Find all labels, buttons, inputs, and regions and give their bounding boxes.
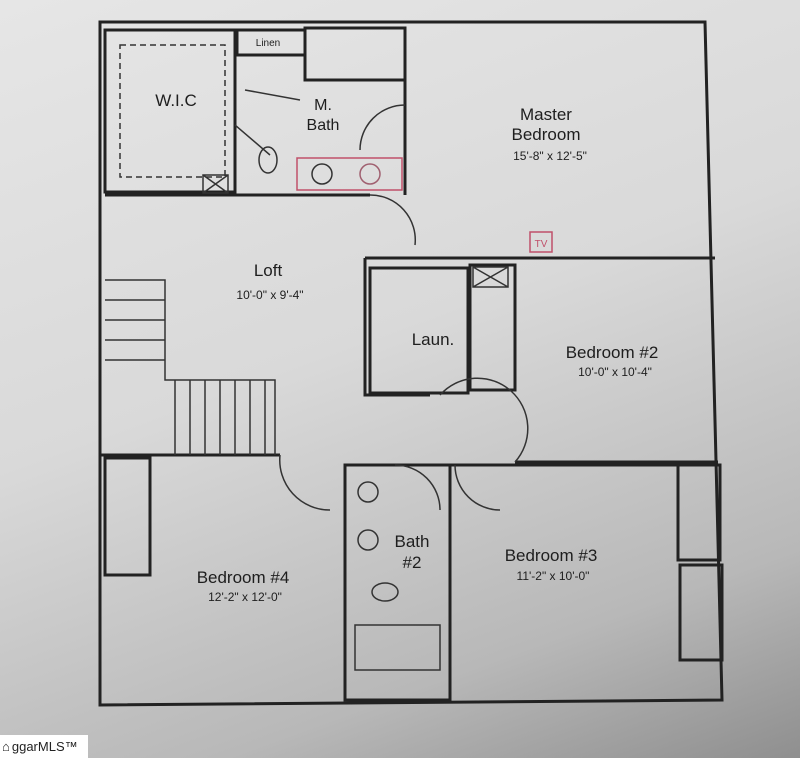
bed3-closet-2	[678, 563, 724, 662]
mls-watermark: ⌂ ggarMLS™	[0, 735, 88, 758]
wic-shelf	[119, 44, 226, 178]
bed4-closet	[103, 456, 152, 577]
walls	[98, 20, 724, 707]
dims-bedroom4: 12'-2" x 12'-0"	[208, 590, 282, 604]
label-linen: Linen	[256, 38, 280, 49]
labels: W.I.C Linen M. Bath Master Bedroom 15'-8…	[155, 38, 658, 604]
laundry-wall	[363, 258, 430, 397]
wic-walls	[103, 28, 237, 194]
label-bath2-2: #2	[403, 553, 422, 572]
label-loft: Loft	[254, 261, 283, 280]
label-bedroom2: Bedroom #2	[566, 343, 659, 362]
sink-icon	[357, 529, 379, 551]
toilet-icon	[258, 146, 278, 174]
sink-icon	[311, 163, 333, 185]
laundry-walls	[368, 266, 470, 395]
shower	[303, 26, 407, 82]
label-tv: TV	[535, 239, 548, 250]
bath2-walls	[343, 463, 452, 702]
label-bedroom3: Bedroom #3	[505, 546, 598, 565]
dims-bedroom2: 10'-0" x 10'-4"	[578, 365, 652, 379]
bed2-closet	[468, 263, 517, 392]
bathtub	[354, 624, 441, 671]
watermark-text: ggarMLS™	[11, 739, 78, 754]
sink-icon	[359, 163, 381, 185]
stairs	[105, 279, 276, 455]
label-bath2-1: Bath	[395, 532, 430, 551]
toilet-icon	[371, 582, 399, 602]
bed3-closet-1	[676, 463, 722, 562]
label-master-2: Bedroom	[512, 125, 581, 144]
house-icon: ⌂	[2, 739, 10, 754]
dims-loft: 10'-0" x 9'-4"	[236, 288, 303, 302]
fixtures	[202, 146, 553, 602]
label-bedroom4: Bedroom #4	[197, 568, 290, 587]
label-wic: W.I.C	[155, 91, 197, 110]
sink-icon	[357, 481, 379, 503]
label-master-1: Master	[520, 105, 572, 124]
vanity	[296, 157, 403, 191]
label-laundry: Laun.	[412, 330, 455, 349]
dims-bedroom3: 11'-2" x 10'-0"	[517, 569, 590, 583]
dims-master: 15'-8" x 12'-5"	[513, 149, 587, 163]
label-mbath-2: Bath	[307, 117, 340, 134]
exterior-wall	[98, 20, 724, 707]
label-mbath-1: M.	[314, 97, 332, 114]
doors	[234, 89, 529, 511]
tv-box	[529, 231, 553, 253]
